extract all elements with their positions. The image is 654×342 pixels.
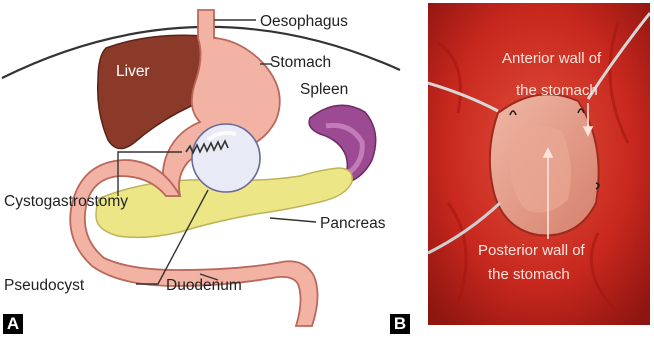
anatomy-diagram: Oesophagus Stomach Spleen Liver Cystogas… [0, 0, 420, 337]
label-stomach: Stomach [270, 54, 331, 71]
panel-letter-a: A [3, 314, 23, 334]
posterior-wall-patch [510, 126, 571, 212]
panel-letter-b: B [390, 314, 410, 334]
label-pancreas: Pancreas [320, 215, 386, 232]
label-pseudocyst: Pseudocyst [4, 277, 85, 294]
label-anterior-wall-line2: the stomach [516, 82, 598, 99]
label-duodenum: Duodenum [166, 277, 242, 294]
label-posterior-wall-line1: Posterior wall of [478, 242, 586, 259]
label-posterior-wall-line2: the stomach [488, 266, 570, 283]
label-oesophagus: Oesophagus [260, 13, 348, 30]
label-spleen: Spleen [300, 81, 348, 98]
surgical-photo: Anterior wall of the stomach Posterior w… [428, 3, 650, 325]
panel-b-photo: Anterior wall of the stomach Posterior w… [428, 3, 650, 325]
panel-a-diagram: Oesophagus Stomach Spleen Liver Cystogas… [0, 0, 420, 337]
label-anterior-wall-line1: Anterior wall of [502, 50, 602, 67]
label-liver: Liver [116, 63, 150, 80]
label-cystogastrostomy: Cystogastrostomy [4, 193, 128, 210]
